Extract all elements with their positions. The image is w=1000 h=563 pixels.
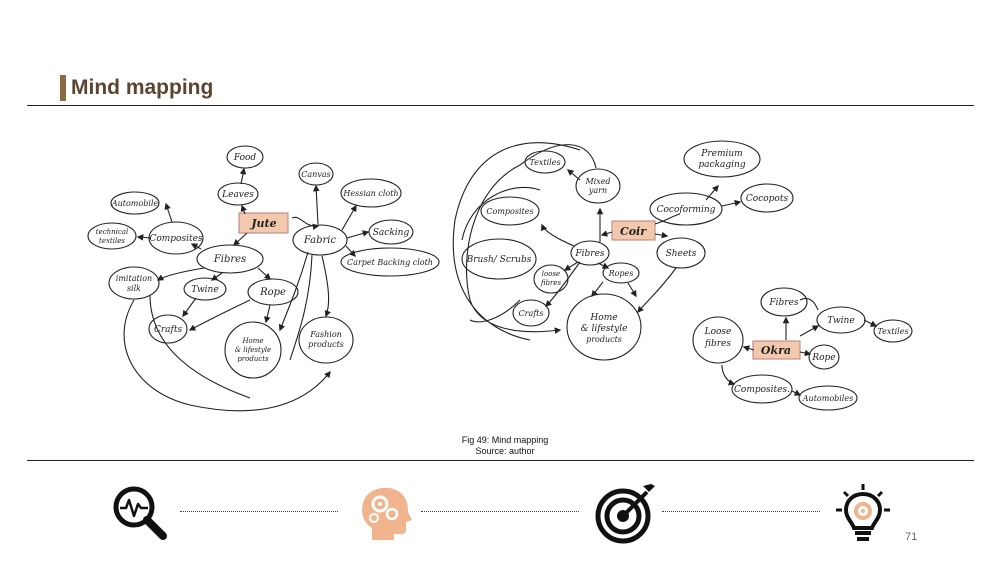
target-dart-icon	[595, 484, 655, 544]
jute-fibres: Fibres	[213, 254, 246, 265]
bottom-divider	[27, 460, 974, 461]
title-accent-bar	[60, 75, 66, 101]
okra-automobiles: Automobiles	[802, 394, 853, 403]
coir-home-2: & lifestyle	[581, 324, 628, 334]
jute-canvas: Canvas	[301, 170, 330, 179]
mind-map-sketch: Jute Food Leaves Automobile technical te…	[87, 140, 913, 412]
caption-title: Fig 49: Mind mapping	[461, 435, 549, 445]
coir-premium-2: packaging	[698, 160, 745, 170]
jute-food: Food	[233, 153, 257, 163]
coir-composites: Composites	[486, 207, 533, 216]
okra-loose-2: fibres	[704, 339, 731, 349]
coir-loose-1: loose	[542, 270, 560, 278]
jute-technical-textiles-1: technical	[96, 228, 128, 236]
top-divider	[27, 105, 974, 106]
jute-home-2: & lifestyle	[235, 346, 271, 354]
process-connector-3	[662, 511, 820, 512]
page-number: 71	[905, 531, 918, 543]
jute-technical-textiles-2: textiles	[99, 237, 125, 245]
coir-home-1: Home	[589, 313, 617, 323]
coir-fibres: Fibres	[574, 249, 605, 259]
caption-source: Source: author	[475, 446, 535, 456]
coir-ropes: Ropes	[608, 269, 634, 278]
coir-cocopots: Cocopots	[746, 194, 789, 204]
figure-caption: Fig 49: Mind mapping Source: author	[400, 435, 610, 457]
jute-fabric: Fabric	[303, 235, 337, 246]
coir-premium-1: Premium	[700, 149, 742, 159]
coir-loose-2: fibres	[540, 279, 562, 287]
jute-composites: Composites	[149, 234, 202, 244]
coir-sheets: Sheets	[666, 249, 697, 259]
jute-imitation-silk-2: silk	[127, 284, 141, 293]
jute-hessian-cloth: Hessian cloth	[342, 189, 398, 198]
jute-carpet-backing: Carpet Backing cloth	[347, 258, 433, 267]
idea-lightbulb-gear-icon	[836, 484, 890, 541]
okra-composites: Composites.	[734, 385, 790, 395]
page-title: Mind mapping	[71, 76, 214, 99]
process-connector-2	[421, 511, 579, 512]
jute-imitation-silk-1: imitation	[116, 274, 152, 283]
coir-cocoforming: Cocoforming	[657, 205, 716, 215]
jute-home-1: Home	[241, 337, 263, 345]
okra-rope: Rope	[811, 353, 835, 363]
jute-fashion-2: products	[308, 340, 344, 349]
jute-sacking: Sacking	[373, 228, 410, 238]
ideation-head-gears-icon	[362, 487, 412, 540]
process-connector-1	[180, 511, 338, 512]
coir-home-3: products	[586, 335, 622, 344]
research-magnifier-icon	[113, 486, 167, 540]
okra-twine: Twine	[827, 316, 854, 326]
okra-loose-1: Loose	[704, 327, 732, 337]
jute-automobile: Automobile	[111, 199, 159, 208]
jute-home-3: products	[237, 355, 269, 363]
coir-textiles: Textiles	[529, 158, 560, 167]
coir-mixed-2: yarn	[588, 186, 607, 195]
jute-leaves: Leaves	[221, 190, 254, 200]
jute-crafts: Crafts	[154, 325, 183, 335]
okra-fibres: Fibres	[768, 298, 799, 308]
jute-rope: Rope	[259, 287, 286, 298]
jute-highlight	[238, 212, 289, 234]
coir-center-label: Coir	[620, 225, 647, 238]
okra-center-label: Okra	[761, 344, 791, 357]
coir-crafts: Crafts	[519, 309, 544, 318]
coir-mixed-1: Mixed	[584, 177, 610, 186]
jute-center-label: Jute	[249, 217, 276, 230]
okra-textiles: Textiles	[877, 327, 908, 336]
jute-twine: Twine	[191, 285, 218, 295]
coir-highlight	[611, 220, 656, 241]
jute-fashion-1: Fashion	[309, 330, 342, 339]
coir-brush-scrubs: Brush/ Scrubs	[466, 255, 532, 265]
